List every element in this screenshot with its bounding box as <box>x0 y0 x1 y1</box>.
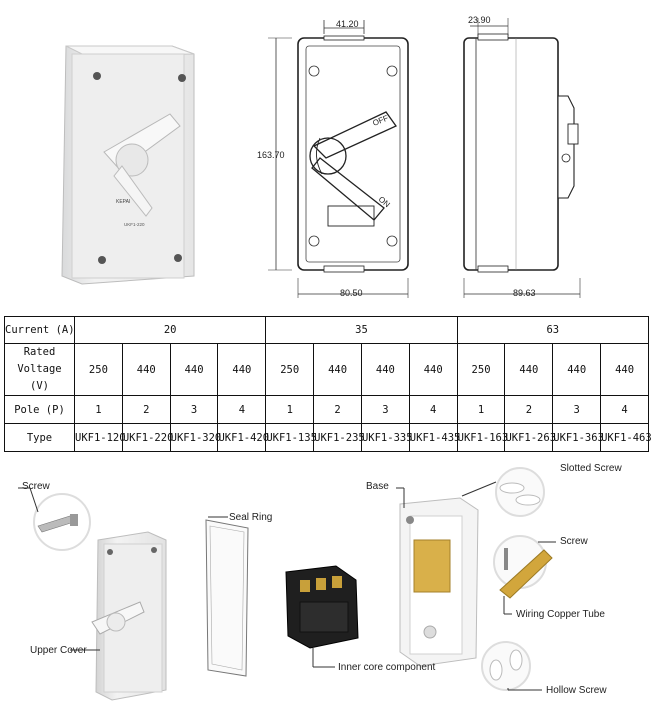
pole-cell: 2 <box>121 395 171 424</box>
pole-cell: 3 <box>169 395 219 424</box>
callout-wiring-copper-tube: Wiring Copper Tube <box>516 609 605 620</box>
voltage-cell: 250 <box>265 343 315 396</box>
voltage-cell: 250 <box>456 343 506 396</box>
row-pole: Pole (P) 1 2 3 4 1 2 3 4 1 2 3 4 <box>4 395 649 424</box>
spec-table: Current (A) 20 35 63 Rated Voltage (V) 2… <box>4 316 652 452</box>
pole-cell: 4 <box>600 395 649 424</box>
dim-side-top: 23.90 <box>468 15 491 25</box>
callout-upper-cover: Upper Cover <box>30 645 87 656</box>
row-current: Current (A) 20 35 63 <box>4 316 650 344</box>
row-label-current: Current (A) <box>4 316 75 344</box>
current-cell: 35 <box>265 316 458 344</box>
current-cell: 63 <box>456 316 650 344</box>
row-label-voltage: Rated Voltage (V) <box>4 343 75 396</box>
voltage-cell: 440 <box>408 343 458 396</box>
row-voltage: Rated Voltage (V) 250 440 440 440 250 44… <box>4 343 649 396</box>
row-type: Type UKF1-120 UKF1-220 UKF1-320 UKF1-420… <box>4 423 652 452</box>
voltage-cell: 440 <box>169 343 219 396</box>
pole-cell: 2 <box>313 395 362 424</box>
callout-inner-core: Inner core component <box>338 662 436 673</box>
type-cell: UKF1-335 <box>360 423 413 452</box>
pole-cell: 1 <box>456 395 506 424</box>
side-view-drawing <box>463 18 581 298</box>
type-cell: UKF1-263 <box>504 423 556 452</box>
callout-base: Base <box>366 481 389 492</box>
dim-front-width: 80.50 <box>340 288 363 298</box>
pole-cell: 2 <box>504 395 554 424</box>
dim-side-width: 89.63 <box>513 288 536 298</box>
voltage-cell: 440 <box>313 343 362 396</box>
product-photo: KEPAI UKF1-220 <box>61 45 195 285</box>
type-cell: UKF1-435 <box>408 423 460 452</box>
voltage-cell: 440 <box>360 343 410 396</box>
callout-seal-ring: Seal Ring <box>229 512 273 523</box>
type-cell: UKF1-420 <box>217 423 269 452</box>
front-view-drawing: OFF ON <box>268 20 409 298</box>
pole-cell: 4 <box>408 395 458 424</box>
callout-hollow-screw: Hollow Screw <box>546 685 607 696</box>
callout-screw-right: Screw <box>560 536 588 547</box>
type-cell: UKF1-463 <box>600 423 652 452</box>
type-cell: UKF1-363 <box>552 423 604 452</box>
type-cell: UKF1-120 <box>74 423 126 452</box>
dim-top-width: 41.20 <box>336 19 359 29</box>
voltage-cell: 440 <box>121 343 171 396</box>
callout-screw-left: Screw <box>22 481 50 492</box>
type-cell: UKF1-220 <box>121 423 173 452</box>
voltage-cell: 440 <box>600 343 649 396</box>
pole-cell: 4 <box>217 395 267 424</box>
brand-mark: KEPAI <box>116 199 130 205</box>
type-cell: UKF1-320 <box>169 423 221 452</box>
row-label-type: Type <box>4 423 75 452</box>
pole-cell: 3 <box>552 395 602 424</box>
exploded-parts-illustration <box>18 467 556 701</box>
current-cell: 20 <box>73 316 267 344</box>
pole-cell: 1 <box>265 395 315 424</box>
pole-cell: 3 <box>360 395 410 424</box>
voltage-cell: 440 <box>552 343 602 396</box>
type-cell: UKF1-163 <box>456 423 508 452</box>
callout-slotted-screw: Slotted Screw <box>560 463 622 474</box>
type-cell: UKF1-135 <box>265 423 317 452</box>
voltage-cell: 440 <box>217 343 267 396</box>
voltage-cell: 440 <box>504 343 554 396</box>
voltage-cell: 250 <box>74 343 123 396</box>
type-cell: UKF1-235 <box>313 423 365 452</box>
model-mark: UKF1-220 <box>124 222 145 227</box>
dim-height: 163.70 <box>257 150 285 160</box>
row-label-pole: Pole (P) <box>4 395 75 424</box>
pole-cell: 1 <box>74 395 123 424</box>
